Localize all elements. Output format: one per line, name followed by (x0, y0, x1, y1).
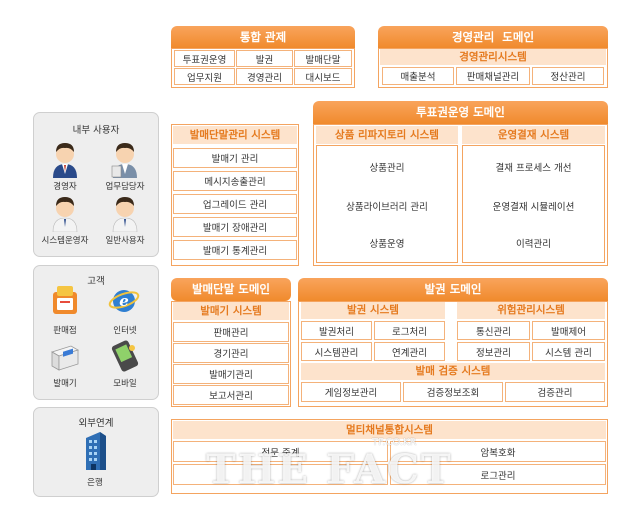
management-item: 매출분석 (382, 67, 454, 85)
ticket-system-item: 발권처리 (301, 321, 372, 340)
mobile-icon (111, 340, 139, 372)
payment-item: 결재 프로세스 개선 (495, 163, 572, 174)
terminal-domain-item: 발매기관리 (173, 364, 289, 384)
person-icon (112, 197, 138, 232)
terminal-mgmt-item: 발매기 장애관리 (173, 217, 297, 237)
multichannel-item: 암복호화 (390, 441, 606, 462)
payment-title: 운영결재 시스템 (462, 126, 605, 144)
repository-item: 상품라이브러리 관리 (346, 202, 428, 213)
vote-domain-header: 투표권운영 도메인 (313, 101, 608, 124)
verify-system-item: 게임정보관리 (301, 382, 401, 402)
person-icon (53, 143, 77, 178)
ticket-system-item: 로그처리 (374, 321, 445, 340)
verify-system-title: 발매 검증 시스템 (301, 363, 605, 380)
external-title: 외부연계 (78, 418, 114, 429)
multichannel-item: 로그관리 (390, 464, 606, 485)
kiosk-icon (51, 345, 79, 371)
ticket-system-title: 발권 시스템 (301, 302, 445, 319)
customer-label: 판매점 (53, 326, 77, 336)
watermark-logo: THE FACT (206, 446, 453, 493)
terminal-domain-header: 발매단말 도메인 (171, 278, 291, 301)
management-item: 판매채널관리 (456, 67, 530, 85)
repository-box (316, 145, 458, 263)
customers-panel: 고객 (33, 265, 159, 400)
integrated-control-item: 발매단말 (294, 50, 352, 67)
terminal-mgmt-item: 발매기 통계관리 (173, 240, 297, 260)
payment-box (462, 145, 605, 263)
ticket-system-item: 시스템관리 (301, 342, 372, 361)
internal-users-panel: 내부 사용자 (33, 112, 159, 257)
verify-system-item: 검증정보조회 (403, 382, 503, 402)
vote-domain-title: 투표권운영 도메인 (416, 105, 505, 119)
bank-building-icon (86, 432, 106, 470)
integrated-control-item: 투표권운영 (174, 50, 235, 67)
multichannel-item-hidden (173, 464, 388, 485)
integrated-control-title: 통합 관제 (239, 30, 287, 44)
external-label: 은행 (87, 478, 103, 488)
risk-system-item: 시스템 관리 (532, 342, 605, 361)
customer-label: 인터넷 (113, 326, 137, 336)
internal-users-title: 내부 사용자 (72, 125, 120, 136)
ticket-domain-title: 발권 도메인 (424, 282, 482, 296)
terminal-domain-subtitle: 발매기 시스템 (173, 302, 289, 320)
integrated-control-header: 통합 관제 (171, 26, 355, 48)
integrated-control-item: 업무지원 (174, 68, 235, 85)
terminal-mgmt-item: 발매기 관리 (173, 148, 297, 168)
management-item: 정산관리 (532, 67, 604, 85)
svg-text:e: e (119, 292, 129, 310)
person-icon (52, 197, 78, 232)
ticket-domain-header: 발권 도메인 (298, 278, 608, 301)
management-system-subtitle: 경영관리시스템 (380, 49, 606, 65)
terminal-domain-item: 보고서관리 (173, 385, 289, 405)
repository-item: 상품운영 (369, 239, 405, 250)
integrated-control-item: 경영관리 (236, 68, 293, 85)
user-label: 일반사용자 (105, 236, 145, 246)
repository-title: 상품 리파지토리 시스템 (316, 126, 458, 144)
store-icon (53, 286, 77, 314)
repository-item: 상품관리 (369, 163, 405, 174)
customer-label: 모바일 (113, 379, 137, 389)
terminal-domain-item: 판매관리 (173, 322, 289, 342)
management-domain-header: 경영관리 도메인 (378, 26, 608, 48)
payment-item: 운영결재 시뮬레이션 (492, 202, 575, 213)
risk-system-item: 통신관리 (457, 321, 530, 340)
terminal-mgmt-item: 메시지송출관리 (173, 171, 297, 191)
terminal-domain-title: 발매단말 도메인 (191, 282, 271, 296)
terminal-mgmt-title: 발매단말관리 시스템 (173, 126, 297, 144)
ticket-system-item: 연계관리 (374, 342, 445, 361)
integrated-control-item: 발권 (236, 50, 293, 67)
user-label: 시스템운영자 (41, 236, 89, 246)
customer-label: 발매기 (53, 379, 77, 389)
integrated-control-item: 대시보드 (294, 68, 352, 85)
risk-system-item: 발매제어 (532, 321, 605, 340)
management-domain-title: 경영관리 도메인 (451, 30, 535, 44)
payment-item: 이력관리 (516, 239, 551, 250)
terminal-domain-item: 경기관리 (173, 343, 289, 363)
multichannel-title: 멀티채널통합시스템 (173, 421, 606, 439)
user-label: 경영자 (53, 182, 77, 192)
risk-system-title: 위험관리시스템 (457, 302, 605, 319)
verify-system-item: 검증관리 (505, 382, 605, 402)
risk-system-item: 정보관리 (457, 342, 530, 361)
internet-icon: e (108, 290, 140, 312)
person-icon (111, 143, 137, 178)
user-label: 업무담당자 (105, 182, 145, 192)
customers-title: 고객 (87, 276, 105, 287)
multichannel-item: 전문 중계 (173, 441, 388, 462)
watermark-small: TF.CO.KR (372, 437, 417, 448)
terminal-mgmt-item: 업그레이드 관리 (173, 194, 297, 214)
